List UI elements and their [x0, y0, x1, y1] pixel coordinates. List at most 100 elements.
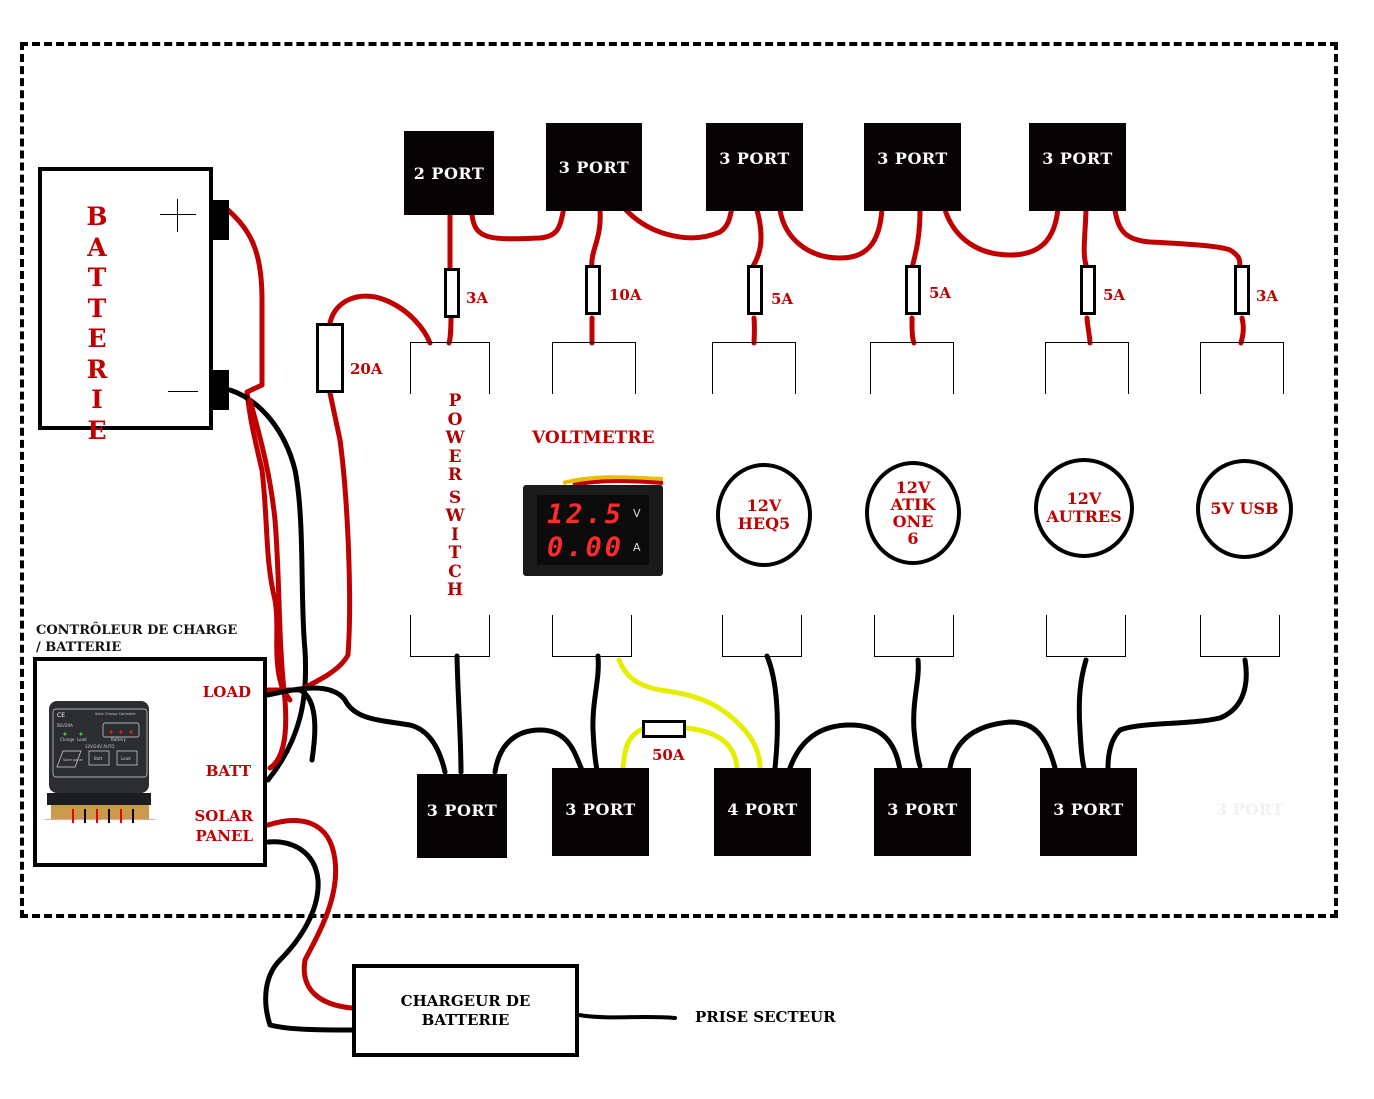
wire-yellow-2 [620, 725, 740, 771]
switch-top-4[interactable] [870, 342, 954, 394]
outlet-5v-usb[interactable]: 5V USB [1196, 459, 1293, 559]
power-switch-label: P O W E R S W I T C H [445, 392, 465, 600]
wire-fuse-down-5 [1084, 315, 1093, 346]
switch-top-6[interactable] [1200, 342, 1284, 394]
plus-icon [160, 214, 196, 215]
power-switch-letter: P [448, 391, 462, 411]
wire-load-negative [265, 685, 448, 775]
svg-text:BSV20A: BSV20A [57, 723, 73, 728]
wire-fuse-down-4 [909, 315, 917, 346]
battery-letter: T [87, 293, 107, 323]
controller-load-terminal: LOAD [202, 683, 251, 701]
svg-text:Charge: Charge [60, 737, 75, 742]
power-switch-letter: W [445, 428, 465, 448]
ghost-hub-label: 3 PORT [1216, 800, 1284, 819]
branch-fuse-label-2: 10A [609, 286, 642, 304]
battery-charger: CHARGEUR DE BATTERIE [352, 964, 579, 1057]
branch-fuse-label-5: 5A [1103, 286, 1126, 304]
controller-title-line2: / BATTERIE [36, 640, 122, 655]
svg-text:Batt: Batt [94, 756, 103, 761]
outlet-label: 12V AUTRES [1046, 490, 1121, 526]
branch-fuse-1 [444, 268, 460, 318]
wire-battery-negative [227, 387, 309, 783]
switch-top-2[interactable] [552, 342, 636, 394]
svg-text:Battery: Battery [111, 737, 126, 742]
wire-bottom-chain-1 [492, 727, 585, 775]
outlet-label: 5V USB [1210, 499, 1279, 518]
battery-positive-terminal [213, 200, 229, 240]
switch-bottom-5[interactable] [1046, 615, 1126, 657]
bottom-hub-3: 4 PORT [714, 768, 811, 856]
switch-top-5[interactable] [1045, 342, 1129, 394]
switch-bottom-1[interactable] [410, 615, 490, 657]
svg-text:12V/24V AUTO: 12V/24V AUTO [85, 744, 115, 749]
main-fuse [316, 323, 344, 393]
branch-fuse-6 [1234, 265, 1250, 315]
branch-fuse-label-4: 5A [929, 284, 952, 302]
charger-label-line2: BATTERIE [421, 1010, 510, 1029]
outlet-line: AUTRES [1046, 507, 1122, 526]
branch-fuse-2 [585, 265, 601, 315]
outlet-line: 6 [907, 529, 919, 548]
wire-top-bus-5 [1081, 207, 1243, 271]
voltmeter-body: 12.5 V 0.00 A [523, 485, 663, 576]
minus-icon [168, 391, 198, 392]
outlet-label: 12V HEQ5 [738, 497, 790, 533]
switch-bottom-4[interactable] [874, 615, 954, 657]
outlet-12v-atik-one-6[interactable]: 12V ATIK ONE 6 [865, 461, 961, 565]
battery [38, 167, 213, 430]
voltage-unit: V [633, 507, 641, 520]
outlet-line: HEQ5 [737, 514, 791, 533]
solar-label-line1: SOLAR [194, 807, 253, 825]
current-unit: A [633, 541, 641, 554]
voltmeter-wires-icon [563, 475, 663, 487]
battery-letter: E [87, 324, 107, 353]
wire-battery-positive-2 [247, 397, 289, 771]
branch-fuse-label-3: 5A [771, 290, 794, 308]
switch-bottom-6[interactable] [1200, 615, 1280, 657]
voltmeter-title: VOLTMETRE [532, 428, 655, 448]
wire-fuse-down-6 [1238, 315, 1246, 346]
wire-top-bus-2 [589, 205, 735, 271]
wire-bottom-1 [454, 653, 464, 775]
controller-solar-terminal: SOLAR PANEL [194, 806, 253, 846]
wire-mains [577, 1013, 677, 1020]
ground-fuse-label: 50A [652, 746, 685, 764]
wire-bottom-5 [1076, 657, 1089, 771]
main-fuse-label: 20A [350, 360, 383, 378]
battery-negative-terminal [213, 370, 229, 410]
top-hub-4: 3 PORT [864, 123, 961, 211]
mains-outlet-label: PRISE SECTEUR [695, 1008, 836, 1026]
wire-batt-negative [297, 687, 318, 763]
power-switch-letter: R [447, 465, 463, 485]
outlet-line: ATIK [890, 495, 936, 514]
bottom-hub-5: 3 PORT [1040, 768, 1137, 856]
battery-letter: E [87, 415, 107, 445]
power-switch-letter: H [446, 580, 464, 600]
power-switch-letter: C [448, 561, 462, 582]
wire-bottom-3 [764, 653, 780, 771]
wire-fuse-to-switch [327, 293, 433, 346]
switch-bottom-2[interactable] [552, 615, 632, 657]
battery-label: B A T T E R I E [82, 202, 112, 446]
voltmeter: 12.5 V 0.00 A [523, 473, 663, 576]
switch-top-1[interactable] [410, 342, 490, 394]
voltage-reading: 12.5 [547, 499, 625, 530]
switch-bottom-3[interactable] [722, 615, 802, 657]
outlet-12v-autres[interactable]: 12V AUTRES [1034, 458, 1134, 558]
wire-top-bus-1 [447, 205, 567, 271]
current-reading: 0.00 [547, 532, 625, 563]
wire-bottom-chain-2 [787, 722, 903, 773]
controller-title-line1: CONTRÔLEUR DE CHARGE [36, 623, 238, 638]
svg-text:Load: Load [77, 737, 87, 742]
top-hub-2: 3 PORT [546, 123, 642, 211]
switch-top-3[interactable] [712, 342, 796, 394]
power-switch-letter: T [448, 543, 462, 563]
wire-top-bus-3 [749, 205, 885, 271]
wire-fuse-down-1 [446, 315, 454, 346]
outlet-12v-heq5[interactable]: 12V HEQ5 [716, 463, 812, 567]
svg-text:Solar panel: Solar panel [63, 758, 83, 762]
wire-solar-negative [263, 839, 355, 1033]
wire-battery-positive [225, 207, 293, 703]
